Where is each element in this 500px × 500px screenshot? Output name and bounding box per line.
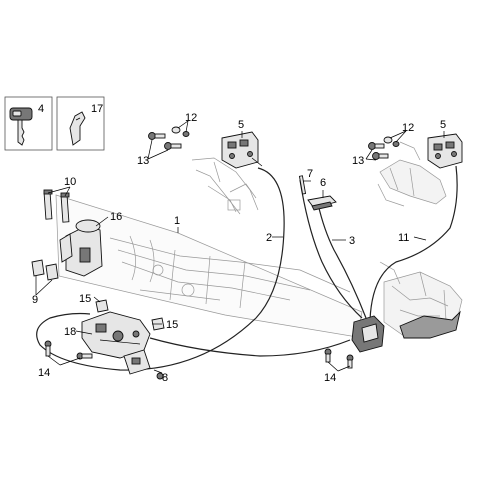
callout-16: 16 [110,211,122,223]
fastener-15-upper[interactable] [95,299,109,313]
callout-12-left: 12 [185,112,197,124]
frame-outline [109,235,351,309]
callout-12-right: 12 [402,122,414,134]
latch-5-left[interactable] [221,131,263,169]
lock-assembly-18[interactable] [81,311,151,359]
inset-tool-box [56,96,105,151]
callout-17: 17 [91,103,103,115]
screws-14-right[interactable] [324,348,354,369]
callout-11: 11 [398,232,409,244]
pin-7[interactable] [298,175,307,195]
cable-11 [369,165,458,321]
frame-section-top-right [377,141,447,207]
callout-4: 4 [38,103,44,115]
callout-13-left: 13 [137,155,149,167]
leader-lines [35,120,445,374]
callouts: 4 17 1 2 3 5 5 6 7 8 9 10 11 12 12 13 13… [32,103,446,384]
callout-5-left: 5 [238,119,244,131]
callout-6: 6 [320,177,326,189]
callout-8: 8 [162,372,168,384]
frame-section-top-left [191,157,259,215]
screws-13-right[interactable] [368,142,389,160]
callout-15-upper: 15 [79,293,91,305]
key-icon [9,107,33,146]
release-lever-6[interactable] [307,195,337,211]
screws-13-left[interactable] [148,132,182,150]
cable-junction-block[interactable] [351,315,385,353]
cable-3 [317,203,367,319]
callout-5-right: 5 [440,119,446,131]
clips-9[interactable] [31,259,59,281]
callout-13-right: 13 [352,155,364,167]
tool-icon [69,111,86,146]
actuator-8[interactable] [123,349,164,380]
callout-1: 1 [174,215,180,227]
callout-14-left: 14 [38,367,50,379]
callout-14-right: 14 [324,372,336,384]
screws-14-left[interactable] [44,340,93,360]
callout-7: 7 [307,168,313,180]
callout-2: 2 [266,232,272,244]
callout-18: 18 [64,326,76,338]
inset-key-box [4,96,53,151]
latch-5-right[interactable] [427,133,463,169]
callout-15-right: 15 [166,319,178,331]
bolts-10[interactable] [43,189,70,223]
callout-10: 10 [64,176,76,188]
lock-cylinder-16[interactable] [59,219,103,277]
cable-8-lower [149,337,351,357]
frame-section-lower-right [379,261,463,339]
callout-3: 3 [349,235,355,247]
callout-9: 9 [32,294,38,306]
washers-12-right[interactable] [383,136,400,147]
